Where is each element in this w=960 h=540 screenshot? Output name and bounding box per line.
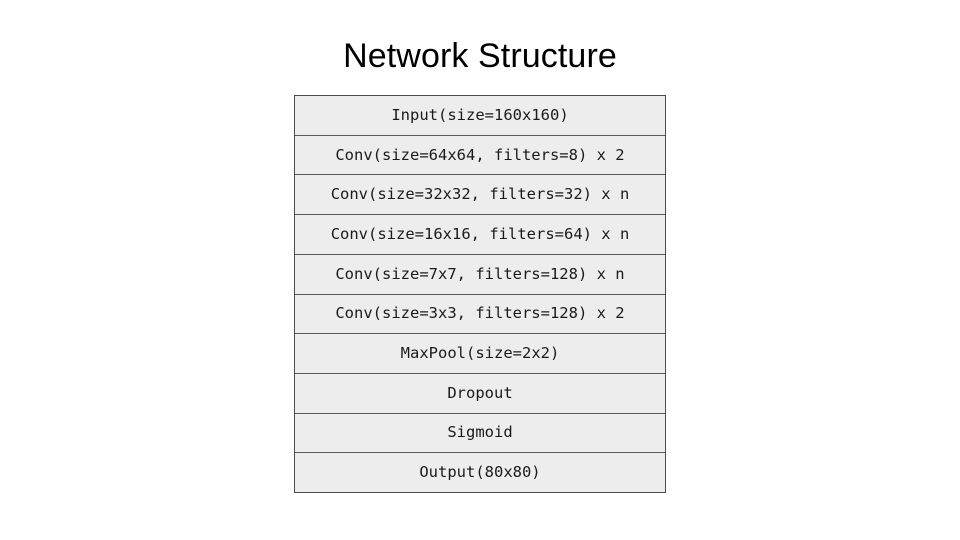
layer-label: Sigmoid	[447, 423, 513, 442]
layer-label: Conv(size=7x7, filters=128) x n	[335, 264, 625, 283]
layer-row: Dropout	[295, 373, 665, 414]
layer-row: Conv(size=3x3, filters=128) x 2	[295, 294, 665, 335]
layer-row: Conv(size=16x16, filters=64) x n	[295, 215, 665, 255]
page-title: Network Structure	[343, 37, 617, 75]
layer-label: MaxPool(size=2x2)	[400, 344, 560, 363]
layer-label: Dropout	[447, 383, 513, 402]
layer-row: Conv(size=7x7, filters=128) x n	[295, 254, 665, 295]
network-structure-table: Input(size=160x160) Conv(size=64x64, fil…	[294, 95, 666, 493]
layer-label: Output(80x80)	[419, 463, 541, 482]
layer-row: Sigmoid	[295, 413, 665, 454]
layer-row: Conv(size=32x32, filters=32) x n	[295, 175, 665, 216]
layer-row: Output(80x80)	[295, 453, 665, 493]
layer-row: Conv(size=64x64, filters=8) x 2	[295, 135, 665, 176]
layer-label: Conv(size=64x64, filters=8) x 2	[335, 145, 625, 164]
layer-row: MaxPool(size=2x2)	[295, 334, 665, 374]
layer-row: Input(size=160x160)	[295, 96, 665, 136]
layer-label: Conv(size=3x3, filters=128) x 2	[335, 304, 625, 323]
layer-label: Conv(size=16x16, filters=64) x n	[330, 224, 630, 243]
layer-label: Input(size=160x160)	[391, 105, 569, 124]
layer-label: Conv(size=32x32, filters=32) x n	[330, 185, 630, 204]
